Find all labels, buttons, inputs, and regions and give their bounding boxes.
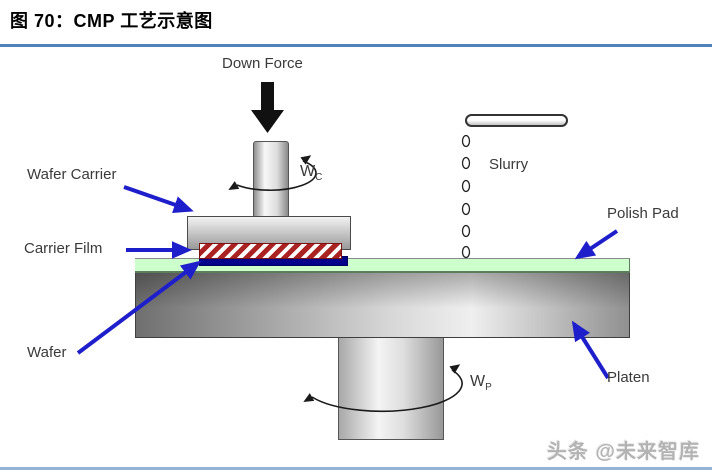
wafer-label: Wafer: [27, 344, 67, 361]
wp-subscript: P: [485, 382, 492, 394]
carrier-film-label: Carrier Film: [24, 240, 103, 257]
platen-block: [135, 273, 630, 338]
slurry-dispenser: [465, 114, 568, 127]
carrier-rotation-label: WC: [300, 163, 322, 183]
platen-label: Platen: [607, 369, 650, 386]
down-force-label: Down Force: [222, 55, 303, 72]
watermark: 头条 @未来智库: [546, 441, 700, 463]
figure-title: 图 70：CMP 工艺示意图: [10, 11, 213, 31]
carrier-shaft: [253, 141, 289, 220]
polish-pad-label: Polish Pad: [607, 205, 679, 222]
carrier-film-strip: [199, 243, 342, 259]
polish-pad-arrow: [574, 229, 619, 260]
wafer-carrier-arrow: [123, 185, 194, 214]
footer-divider: [0, 467, 712, 470]
wc-symbol: W: [300, 163, 316, 180]
header-divider: [0, 44, 712, 47]
down-force-arrow: [251, 82, 284, 133]
platen-shaft: [338, 338, 444, 440]
platen-rotation-label: WP: [470, 373, 492, 393]
wafer-carrier-label: Wafer Carrier: [27, 166, 117, 183]
slurry-label: Slurry: [489, 156, 529, 173]
platen-rotation-arrowhead-right: [449, 364, 461, 374]
carrier-rotation-arrowhead-left: [228, 181, 240, 190]
wp-symbol: W: [470, 373, 486, 390]
wc-subscript: C: [315, 172, 323, 184]
platen-rotation-arrowhead-left: [303, 393, 315, 402]
slurry-droplets: [461, 134, 471, 259]
